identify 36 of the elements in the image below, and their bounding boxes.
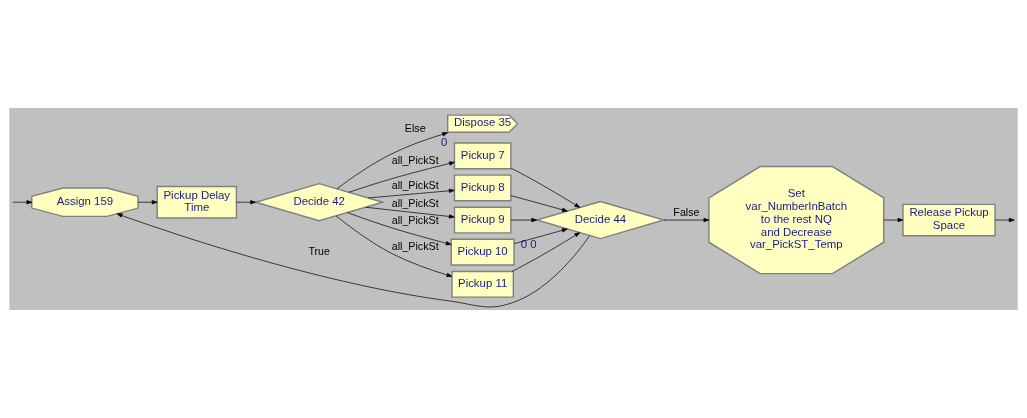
edge-label: all_PickSt xyxy=(391,178,439,191)
node-label: 0 xyxy=(440,135,448,148)
node-box: Pickup 9 xyxy=(453,206,512,234)
arrow xyxy=(335,215,453,277)
edge-label: Else xyxy=(404,122,426,135)
arrow xyxy=(367,188,455,199)
node-box: Pickup 7 xyxy=(453,142,512,170)
arrow xyxy=(510,217,538,223)
arrow xyxy=(510,195,568,212)
edge-label: all_PickSt xyxy=(391,214,439,227)
arrow xyxy=(348,161,455,193)
edge-label: all_PickSt xyxy=(391,196,439,209)
edge-label: all_PickSt xyxy=(391,240,439,253)
edge-label: all_PickSt xyxy=(391,153,439,166)
edge-label: True xyxy=(308,245,330,258)
arrow xyxy=(347,212,452,246)
arrow xyxy=(511,232,581,272)
edge-label: False xyxy=(673,206,700,219)
arrow xyxy=(365,206,455,219)
arrow xyxy=(883,217,904,223)
arrow xyxy=(510,167,581,208)
arrow xyxy=(994,217,1015,223)
node-diamond: Decide 42 xyxy=(253,182,386,222)
arrow xyxy=(137,200,158,205)
node-box: Release Pickup Space xyxy=(902,203,996,237)
node-box: Pickup 11 xyxy=(451,270,515,298)
node-box: Pickup Delay Time xyxy=(156,185,238,219)
arrow xyxy=(236,200,256,205)
arrow xyxy=(663,217,710,223)
node-label: 0 0 xyxy=(520,237,537,250)
node-box: Pickup 10 xyxy=(450,238,515,266)
arrow xyxy=(513,228,568,244)
arrow xyxy=(12,200,33,205)
node-box: Pickup 8 xyxy=(453,174,512,202)
arrow xyxy=(116,213,591,308)
arrow xyxy=(336,132,448,189)
